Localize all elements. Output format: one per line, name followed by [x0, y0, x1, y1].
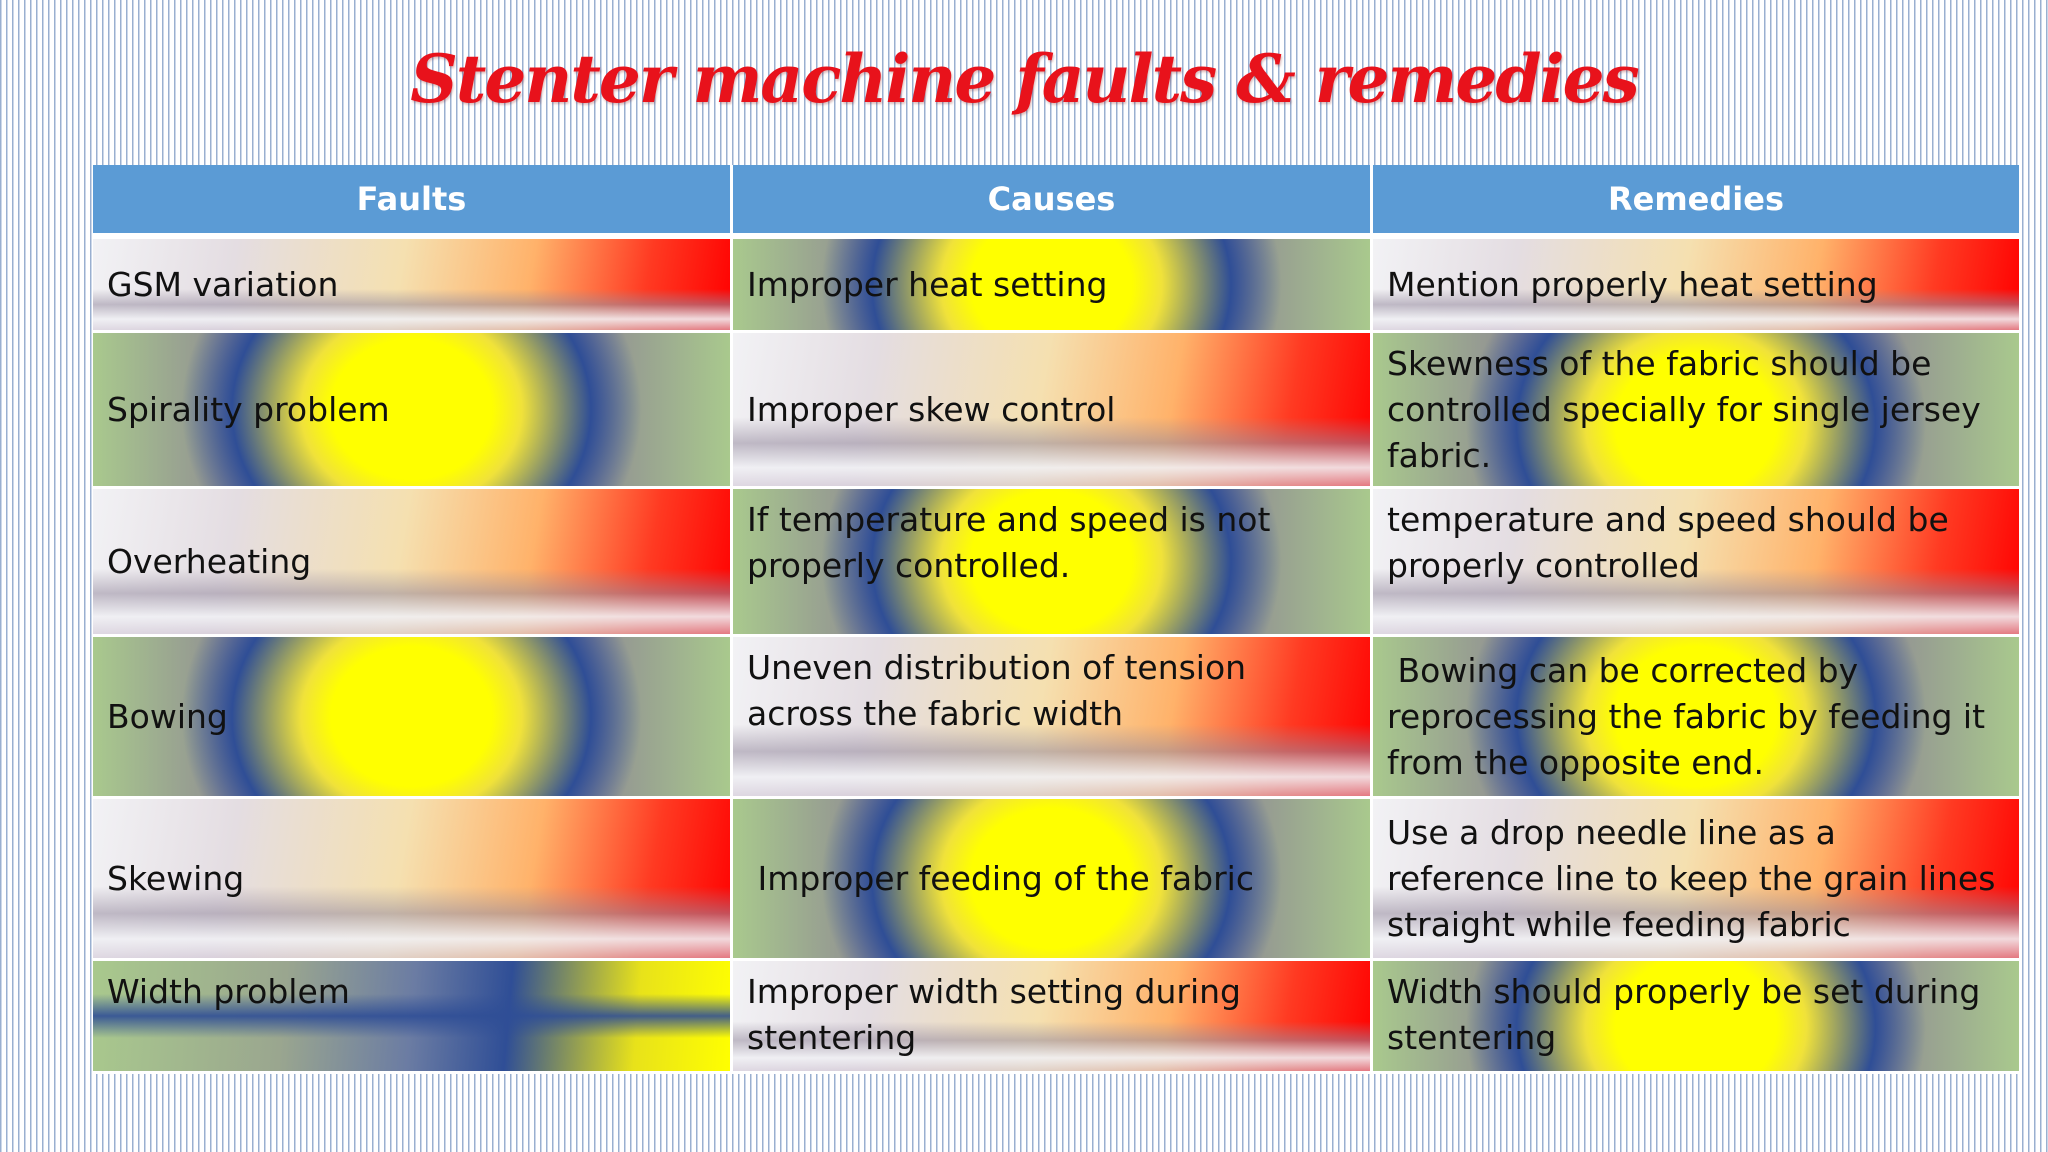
table-cell-fault: Spirality problem: [93, 333, 733, 489]
table-cell-cause: Uneven distribution of tension across th…: [733, 637, 1373, 799]
table-cell-cause: Improper heat setting: [733, 239, 1373, 333]
table-cell-fault: Width problem: [93, 961, 733, 1074]
cell-text: Uneven distribution of tension across th…: [747, 648, 1257, 733]
cell-text: Overheating: [107, 541, 312, 581]
table-cell-fault: Bowing: [93, 637, 733, 799]
cell-text: Mention properly heat setting: [1387, 264, 1878, 304]
table-cell-remedy: Skewness of the fabric should be control…: [1373, 333, 2019, 489]
cell-text: Improper feeding of the fabric: [747, 858, 1254, 898]
cell-text: Bowing: [107, 696, 228, 736]
cell-text: Skewness of the fabric should be control…: [1387, 343, 1992, 475]
cell-text: Improper width setting during stentering: [747, 972, 1252, 1057]
table-cell-remedy: Bowing can be corrected by reprocessing …: [1373, 637, 2019, 799]
table-cell-remedy: Width should properly be set during sten…: [1373, 961, 2019, 1074]
table-cell-fault: GSM variation: [93, 239, 733, 333]
column-header-causes: Causes: [733, 165, 1373, 239]
table-cell-fault: Overheating: [93, 489, 733, 637]
cell-text: Skewing: [107, 858, 245, 898]
cell-text: Improper heat setting: [747, 264, 1108, 304]
table-cell-remedy: Use a drop needle line as a reference li…: [1373, 799, 2019, 961]
cell-text: Bowing can be corrected by reprocessing …: [1387, 650, 1996, 782]
faults-table: Faults Causes Remedies GSM variation Imp…: [93, 165, 2019, 1074]
table-cell-cause: Improper width setting during stentering: [733, 961, 1373, 1074]
cell-text: GSM variation: [107, 264, 339, 304]
table-cell-remedy: temperature and speed should be properly…: [1373, 489, 2019, 637]
table-cell-fault: Skewing: [93, 799, 733, 961]
column-header-remedies: Remedies: [1373, 165, 2019, 239]
table-cell-cause: If temperature and speed is not properly…: [733, 489, 1373, 637]
cell-text: Use a drop needle line as a reference li…: [1387, 812, 2006, 944]
cell-text: If temperature and speed is not properly…: [747, 500, 1281, 585]
cell-text: Width should properly be set during sten…: [1387, 972, 1991, 1057]
cell-text: temperature and speed should be properly…: [1387, 500, 1960, 585]
column-header-faults: Faults: [93, 165, 733, 239]
cell-text: Spirality problem: [107, 389, 390, 429]
slide-title: Stenter machine faults & remedies: [410, 40, 1640, 118]
cell-text: Width problem: [107, 972, 350, 1011]
table-cell-cause: Improper skew control: [733, 333, 1373, 489]
cell-text: Improper skew control: [747, 389, 1116, 429]
table-cell-remedy: Mention properly heat setting: [1373, 239, 2019, 333]
table-cell-cause: Improper feeding of the fabric: [733, 799, 1373, 961]
